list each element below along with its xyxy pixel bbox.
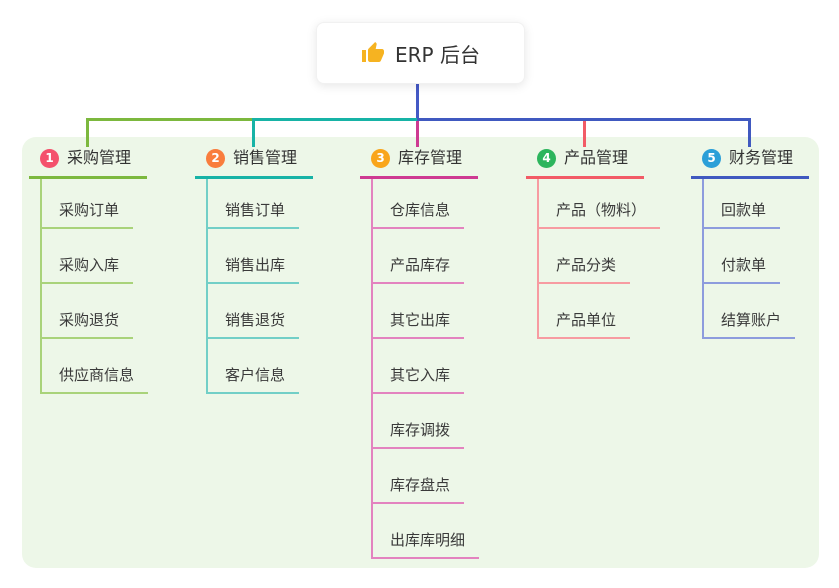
branch-4: 4 产品管理 产品（物料） 产品分类 产品单位 <box>526 146 661 339</box>
branch-item-label[interactable]: 其它出库 <box>373 313 465 339</box>
branch-title: 销售管理 <box>233 148 298 167</box>
branch-title: 产品管理 <box>564 148 629 167</box>
branch-title: 采购管理 <box>67 148 132 167</box>
branch-items: 销售订单 销售出库 销售退货 客户信息 <box>206 179 300 394</box>
branches-panel <box>22 137 819 568</box>
branch-1: 1 采购管理 采购订单 采购入库 采购退货 供应商信息 <box>29 146 149 394</box>
branch-header[interactable]: 1 采购管理 <box>29 146 147 179</box>
branch-number-badge: 4 <box>537 148 556 168</box>
branch-header[interactable]: 4 产品管理 <box>526 146 644 179</box>
connector-root-stem <box>416 82 419 121</box>
connector-stem-branch1 <box>86 118 89 147</box>
branch-number-badge: 3 <box>371 148 390 168</box>
branch-item-label[interactable]: 产品库存 <box>373 258 465 284</box>
connector-h-branch2 <box>252 118 418 121</box>
branch-item-label[interactable]: 采购入库 <box>42 258 134 284</box>
branch-item-label[interactable]: 客户信息 <box>208 368 300 394</box>
branch-item-label[interactable]: 销售退货 <box>208 313 300 339</box>
connector-h-branch5 <box>417 118 751 121</box>
branch-items: 产品（物料） 产品分类 产品单位 <box>537 179 661 339</box>
branch-item-label[interactable]: 产品单位 <box>539 313 631 339</box>
branch-item-label[interactable]: 库存调拨 <box>373 423 465 449</box>
root-title: ERP 后台 <box>395 42 480 67</box>
branch-item-label[interactable]: 销售订单 <box>208 203 300 229</box>
branch-number-badge: 2 <box>206 148 225 168</box>
branch-header[interactable]: 2 销售管理 <box>195 146 313 179</box>
branch-3: 3 库存管理 仓库信息 产品库存 其它出库 其它入库 库存调拨 库存盘点 出库库… <box>360 146 480 559</box>
branch-items: 仓库信息 产品库存 其它出库 其它入库 库存调拨 库存盘点 出库库明细 <box>371 179 480 559</box>
branch-item-label[interactable]: 产品（物料） <box>539 203 661 229</box>
branch-header[interactable]: 5 财务管理 <box>691 146 809 179</box>
branch-item-label[interactable]: 出库库明细 <box>373 533 480 559</box>
connector-h-branch1 <box>86 118 255 121</box>
branch-items: 采购订单 采购入库 采购退货 供应商信息 <box>40 179 149 394</box>
branch-item-label[interactable]: 结算账户 <box>704 313 796 339</box>
branch-item-label[interactable]: 采购退货 <box>42 313 134 339</box>
branch-number-badge: 1 <box>40 148 59 168</box>
branch-item-label[interactable]: 回款单 <box>704 203 781 229</box>
thumbs-up-icon <box>362 42 385 62</box>
branch-item-label[interactable]: 付款单 <box>704 258 781 284</box>
branch-header[interactable]: 3 库存管理 <box>360 146 478 179</box>
branch-item-label[interactable]: 其它入库 <box>373 368 465 394</box>
branch-item-label[interactable]: 销售出库 <box>208 258 300 284</box>
branch-5: 5 财务管理 回款单 付款单 结算账户 <box>691 146 809 339</box>
branch-number-badge: 5 <box>702 148 721 168</box>
connector-stem-branch4 <box>583 121 586 147</box>
branch-item-label[interactable]: 采购订单 <box>42 203 134 229</box>
branch-title: 库存管理 <box>398 148 463 167</box>
branch-item-label[interactable]: 供应商信息 <box>42 368 149 394</box>
branch-2: 2 销售管理 销售订单 销售出库 销售退货 客户信息 <box>195 146 313 394</box>
root-node-erp[interactable]: ERP 后台 <box>316 22 525 84</box>
branch-items: 回款单 付款单 结算账户 <box>702 179 796 339</box>
connector-stem-branch5 <box>748 118 751 147</box>
branch-item-label[interactable]: 仓库信息 <box>373 203 465 229</box>
branch-item-label[interactable]: 产品分类 <box>539 258 631 284</box>
connector-stem-branch3 <box>416 121 419 147</box>
connector-stem-branch2 <box>252 118 255 147</box>
branch-title: 财务管理 <box>729 148 794 167</box>
branch-item-label[interactable]: 库存盘点 <box>373 478 465 504</box>
